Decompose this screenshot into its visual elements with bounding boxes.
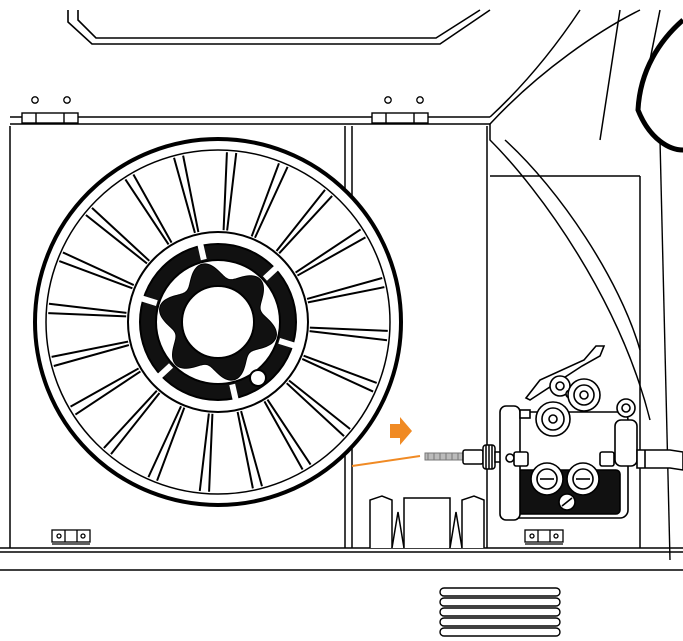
spool-spoke bbox=[85, 207, 150, 265]
pressure-arm bbox=[524, 345, 606, 401]
bottom-hinge-right bbox=[524, 529, 564, 543]
top-lid bbox=[67, 9, 491, 45]
hinge-left bbox=[21, 112, 79, 124]
spool-spoke bbox=[275, 189, 333, 254]
inlet-guide bbox=[462, 444, 506, 470]
hub-slot bbox=[278, 338, 296, 349]
orange-right-arrow-icon bbox=[390, 417, 412, 445]
housing-edge bbox=[659, 139, 671, 561]
front-housing-curves bbox=[489, 9, 661, 421]
spool-spoke bbox=[147, 405, 186, 482]
spool-spoke bbox=[48, 302, 127, 318]
spool-spoke bbox=[286, 379, 351, 437]
screw bbox=[416, 96, 424, 104]
hub-slot bbox=[262, 265, 279, 281]
hinge-right bbox=[371, 112, 429, 124]
screw bbox=[31, 96, 39, 104]
front-panel-window bbox=[635, 18, 683, 153]
wire-feeder bbox=[499, 345, 683, 521]
spool-spoke bbox=[58, 251, 135, 290]
spool-spoke bbox=[198, 413, 214, 492]
feeder-outlet-block bbox=[614, 419, 638, 467]
spool-spoke bbox=[263, 399, 312, 470]
screw bbox=[384, 96, 392, 104]
outlet-hose bbox=[636, 449, 683, 471]
spool-spokes bbox=[48, 152, 388, 492]
spool-spoke bbox=[124, 174, 173, 245]
welding-wire-path bbox=[351, 455, 421, 467]
floor-tray bbox=[369, 495, 485, 549]
spool-spoke bbox=[306, 277, 385, 304]
spool-spoke bbox=[173, 155, 200, 234]
hub-slot bbox=[140, 295, 158, 306]
spool-spoke bbox=[301, 354, 378, 393]
spool-spoke bbox=[103, 390, 161, 455]
wire-tip bbox=[424, 452, 466, 461]
spool-spoke bbox=[250, 162, 289, 239]
bottom-hinge-left bbox=[51, 529, 91, 543]
spool-pin bbox=[249, 369, 267, 387]
spool-spoke bbox=[309, 326, 388, 342]
wire-spool bbox=[33, 137, 403, 507]
vent-grille bbox=[439, 587, 561, 637]
spool-spoke bbox=[295, 228, 366, 277]
spool-spoke bbox=[222, 152, 238, 231]
hub-slot bbox=[157, 363, 174, 379]
screw bbox=[63, 96, 71, 104]
hub-slot bbox=[197, 243, 207, 261]
hub-slots bbox=[140, 243, 296, 401]
hinge-bar bbox=[10, 112, 490, 125]
spool-spoke bbox=[236, 410, 263, 489]
bottom-hinges bbox=[51, 529, 564, 545]
hub-slot bbox=[229, 383, 239, 401]
spool-spoke bbox=[70, 367, 141, 416]
spool-spindle-hole bbox=[181, 285, 255, 359]
panel-screws bbox=[31, 96, 424, 104]
spool-spoke bbox=[51, 340, 130, 367]
